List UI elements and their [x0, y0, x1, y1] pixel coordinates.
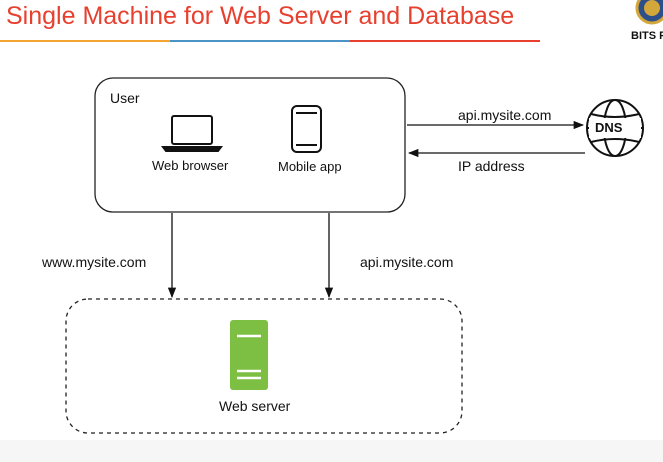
- user-box: [94, 77, 406, 213]
- logo-seal-icon: [635, 0, 663, 25]
- dns-request-label: api.mysite.com: [458, 107, 552, 123]
- user-box-label: User: [110, 90, 140, 106]
- www-edge-label: www.mysite.com: [42, 254, 147, 270]
- api-edge-label: api.mysite.com: [360, 254, 454, 270]
- institution-logo: BITS P: [624, 0, 663, 46]
- dns-label: DNS: [595, 120, 623, 135]
- mobile-app-label: Mobile app: [278, 159, 342, 174]
- underline-segment-red: [350, 40, 540, 42]
- logo-text: BITS P: [631, 30, 663, 42]
- laptop-icon: [161, 115, 223, 152]
- slide-title: Single Machine for Web Server and Databa…: [6, 2, 515, 30]
- dns-response-label: IP address: [458, 158, 525, 174]
- mobile-phone-icon: [291, 105, 322, 153]
- underline-segment-orange: [0, 40, 170, 42]
- web-server-label: Web server: [219, 398, 291, 414]
- bottom-strip: [0, 440, 663, 462]
- web-browser-label: Web browser: [152, 158, 229, 173]
- dns-globe-icon: [586, 99, 644, 157]
- server-icon: [230, 320, 268, 390]
- underline-segment-blue: [170, 40, 350, 42]
- title-underline: [0, 40, 540, 44]
